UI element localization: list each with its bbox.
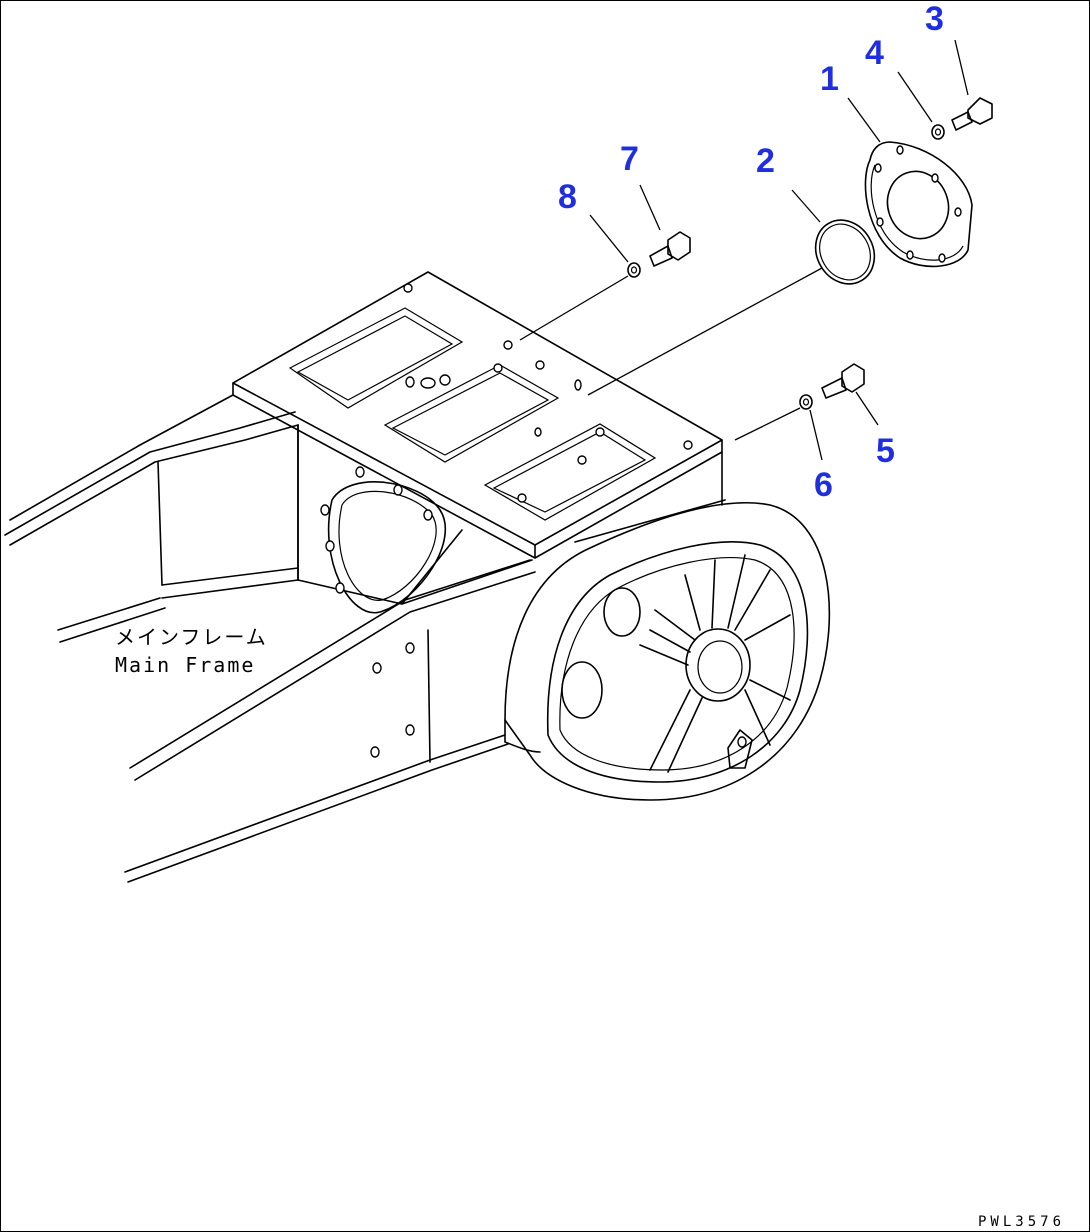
main-frame-rails (4, 394, 536, 883)
leader-lines (519, 39, 969, 461)
callout-4: 4 (865, 34, 884, 72)
callout-8: 8 (558, 178, 577, 216)
main-frame-label-en: Main Frame (115, 653, 255, 677)
part-7-bolt (649, 231, 691, 267)
part-2-o-ring (814, 219, 876, 285)
part-5-bolt (821, 363, 865, 399)
callout-1: 1 (820, 60, 839, 98)
callout-7: 7 (620, 140, 639, 178)
part-4-washer (931, 124, 945, 140)
part-3-bolt (951, 97, 993, 131)
main-frame-front-face (297, 424, 533, 614)
callout-2: 2 (756, 142, 775, 180)
main-frame-top-plate (232, 271, 723, 559)
gear-case-housing (504, 451, 831, 801)
part-8-washer (627, 262, 641, 278)
part-6-washer (799, 394, 813, 410)
callout-3: 3 (925, 0, 944, 38)
main-frame-label-jp: メインフレーム (115, 625, 268, 649)
callout-5: 5 (876, 432, 895, 470)
part-1-cover-plate (864, 141, 973, 268)
drawing-code: PWL3576 (978, 1214, 1065, 1230)
frame-label: メインフレーム Main Frame (115, 625, 268, 677)
callout-6: 6 (814, 466, 833, 504)
callout-numbers: 1 2 3 4 5 6 7 8 (558, 0, 944, 504)
